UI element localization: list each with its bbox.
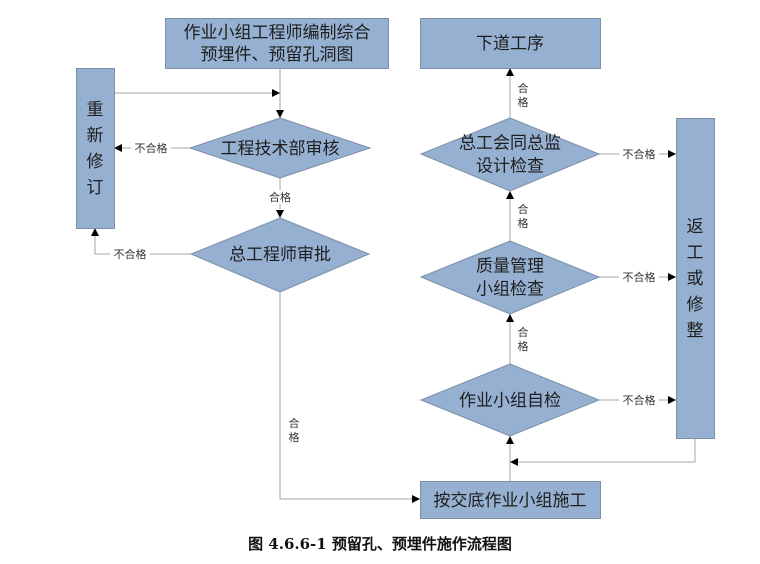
node-qc-check: 质量管理小组检查 [476, 257, 544, 300]
node-construct-shape [420, 481, 601, 519]
label-self-check-fail: 不合格 [623, 393, 656, 407]
label-final-check-fail: 不合格 [623, 147, 656, 161]
label-final-check-pass: 合格 [518, 81, 529, 109]
node-text-line: 工 [687, 243, 704, 263]
node-text-line: 按交底作业小组施工 [434, 491, 587, 511]
node-start-shape [165, 18, 389, 69]
node-text-line: 总工程师审批 [229, 245, 331, 265]
edge-chief-approval-pass [279, 292, 420, 503]
label-self-check-pass: 合格 [518, 325, 529, 353]
node-text-line: 下道工序 [476, 34, 544, 54]
node-text-line: 重 [87, 100, 104, 120]
edge-chief-approval-fail [91, 228, 191, 255]
node-text-line: 修 [87, 152, 104, 172]
node-final-check: 总工会同总监设计检查 [459, 134, 561, 177]
node-construct: 按交底作业小组施工 [434, 491, 587, 511]
label-chief-approval-pass: 合格 [289, 416, 300, 444]
node-text-line: 返 [687, 217, 704, 237]
node-chief-approval-shape [189, 217, 371, 293]
node-self-check: 作业小组自检 [459, 391, 561, 411]
node-text-line: 作业小组自检 [459, 391, 561, 411]
label-tech-review-pass: 合格 [269, 190, 291, 204]
label-chief-approval-fail: 不合格 [114, 247, 147, 261]
node-rework-shape [676, 118, 715, 439]
node-text-line: 作业小组工程师编制综合 [184, 23, 371, 43]
node-self-check-shape [419, 363, 601, 437]
node-text-line: 工程技术部审核 [221, 139, 340, 159]
figure-caption: 图 4.6.6-1 预留孔、预埋件施作流程图 [248, 535, 512, 553]
node-text-line: 总工会同总监 [459, 134, 561, 154]
label-qc-check-pass: 合格 [518, 202, 529, 230]
node-next-step: 下道工序 [476, 34, 544, 54]
edge-rework-return [510, 438, 696, 466]
node-next-step-shape [420, 18, 601, 69]
node-start: 作业小组工程师编制综合预埋件、预留孔洞图 [184, 23, 371, 65]
node-chief-approval: 总工程师审批 [229, 245, 331, 265]
node-rework: 返工或修整 [687, 217, 704, 341]
node-text-line: 修 [687, 295, 704, 315]
label-tech-review-fail: 不合格 [135, 141, 168, 155]
node-revise-shape [76, 68, 115, 229]
node-final-check-shape [419, 117, 601, 192]
node-text-line: 订 [87, 178, 104, 198]
node-revise: 重新修订 [87, 100, 104, 198]
node-tech-review-shape [188, 117, 372, 179]
node-text-line: 质量管理 [476, 257, 544, 277]
node-tech-review: 工程技术部审核 [221, 139, 340, 159]
node-text-line: 设计检查 [476, 157, 544, 177]
node-text-line: 整 [687, 321, 704, 341]
node-text-line: 新 [87, 126, 104, 146]
node-text-line: 预埋件、预留孔洞图 [201, 45, 354, 65]
node-text-line: 小组检查 [476, 280, 544, 300]
label-qc-check-fail: 不合格 [623, 270, 656, 284]
node-qc-check-shape [419, 240, 601, 315]
node-text-line: 或 [687, 269, 704, 289]
